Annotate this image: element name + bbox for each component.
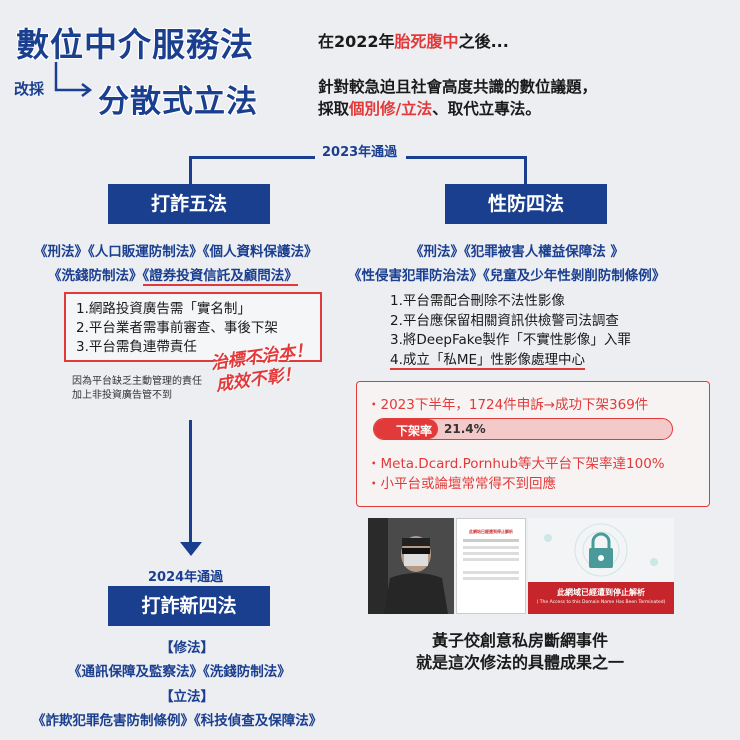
banner-main: 此網域已經遭到停止解析 xyxy=(557,588,645,597)
takedown-rate-fill xyxy=(374,419,438,439)
amend-label: 【修法】 xyxy=(160,640,214,656)
doc-header: 此網站已經遭到停止解析 xyxy=(469,529,513,534)
desc-line2: 採取個別修/立法、取代立專法。 xyxy=(318,98,597,120)
caption: 黃子佼創意私房斷網事件 就是這次修法的具體成果之一 xyxy=(370,630,670,674)
right-laws-row1: 《刑法》《犯罪被害人權益保障法 》 xyxy=(410,244,624,260)
new-laws: 《詐欺犯罪危害防制條例》《科技偵查及保障法》 xyxy=(32,713,323,729)
adopt-arrow-icon xyxy=(54,62,93,97)
adopt-label: 改採 xyxy=(14,80,45,98)
new-law-label: 【立法】 xyxy=(160,689,214,705)
down-arrow-icon xyxy=(180,542,202,556)
desc-line1: 針對較急迫且社會高度共識的數位議題， xyxy=(318,78,598,96)
tree-connector xyxy=(189,156,315,159)
left-laws-row1: 《刑法》《人口販運防制法》《個人資料保護法》 xyxy=(34,244,318,260)
tree-connector xyxy=(189,156,192,184)
desc-suffix: 、取代立專法。 xyxy=(432,100,541,118)
year-2023-label: 2023年通過 xyxy=(322,145,398,160)
banner-sub: ( The Access to this Domain Name Has Bee… xyxy=(536,600,666,605)
notice-document: 此網站已經遭到停止解析 xyxy=(456,518,526,614)
desc-highlight: 個別修/立法 xyxy=(349,100,433,118)
right-point: 1.平台需配合刪除不法性影像 xyxy=(390,293,565,309)
right-laws-row2: 《性侵害犯罪防治法》《兒童及少年性剝削防制條例》 xyxy=(348,264,665,284)
tree-connector xyxy=(406,156,526,159)
caption-line2: 就是這次修法的具體成果之一 xyxy=(415,653,624,672)
left-law-money-laundering: 《洗錢防制法》 xyxy=(48,268,143,284)
amend-laws: 《通訊保障及監察法》《洗錢防制法》 xyxy=(68,664,291,680)
terminated-banner: 此網域已經遭到停止解析 ( The Access to this Domain … xyxy=(528,582,674,614)
box-sexual-protection-four-laws: 性防四法 xyxy=(445,184,607,224)
note-line1: 因為平台缺乏主動管理的責任 xyxy=(72,376,202,387)
news-photo xyxy=(368,518,454,614)
takedown-rate-bar: 下架率 21.4% xyxy=(373,418,673,440)
takedown-rate-value: 21.4% xyxy=(444,422,486,436)
takedown-rate-label: 下架率 xyxy=(396,424,433,438)
left-point: 2.平台業者需事前審查、事後下架 xyxy=(76,320,278,336)
stats-panel: ・2023下半年，1724件申訴→成功下架369件 下架率 21.4% ・Met… xyxy=(356,381,710,507)
stat-line-small-platforms: ・小平台或論壇常常得不到回應 xyxy=(367,476,556,492)
left-point: 3.平台需負連帶責任 xyxy=(76,339,197,355)
intro-highlight: 胎死腹中 xyxy=(394,32,459,51)
intro-text: 在2022年胎死腹中之後... xyxy=(318,28,509,52)
intro-description: 針對較急迫且社會高度共識的數位議題， 採取個別修/立法、取代立專法。 xyxy=(318,76,597,120)
left-law-securities: 《證券投資信託及顧問法》 xyxy=(142,268,298,286)
stat-line-big-platforms: ・Meta.Dcard.Pornhub等大平台下架率達100% xyxy=(367,456,665,472)
desc-prefix: 採取 xyxy=(318,100,350,118)
title-old-law: 數位中介服務法 xyxy=(16,25,254,64)
intro-prefix: 在2022年 xyxy=(318,32,395,51)
tree-connector xyxy=(524,156,527,184)
terminated-page: 此網域已經遭到停止解析 ( The Access to this Domain … xyxy=(528,518,674,614)
right-law-sexual-assault: 《性侵害犯罪防治法》 xyxy=(348,268,483,284)
caption-line1: 黃子佼創意私房斷網事件 xyxy=(431,631,608,650)
person-photo-icon xyxy=(368,518,454,614)
box-new-anti-fraud-four-laws: 打詐新四法 xyxy=(108,586,270,626)
right-point: 2.平台應保留相關資訊供檢警司法調查 xyxy=(390,312,619,329)
right-law-child-exploitation: 《兒童及少年性剝削防制條例》 xyxy=(483,268,666,284)
lock-icon xyxy=(544,523,658,577)
left-points-panel: 1.網路投資廣告需「實名制」 2.平台業者需事前審查、事後下架 3.平台需負連帶… xyxy=(64,292,322,362)
intro-suffix: 之後... xyxy=(458,32,509,51)
right-point: 3.將DeepFake製作「不實性影像」入罪 xyxy=(390,332,631,348)
right-points: 1.平台需配合刪除不法性影像 2.平台應保留相關資訊供檢警司法調查 3.將Dee… xyxy=(390,292,631,370)
down-arrow-line xyxy=(189,420,192,548)
left-laws-row2: 《洗錢防制法》《證券投資信託及顧問法》 xyxy=(48,264,298,286)
year-2024-label: 2024年通過 xyxy=(148,570,224,585)
stat-line-complaints: ・2023下半年，1724件申訴→成功下架369件 xyxy=(367,397,649,413)
note-line2: 加上非投資廣告管不到 xyxy=(72,390,172,401)
box-anti-fraud-five-laws: 打詐五法 xyxy=(108,184,270,224)
left-point: 1.網路投資廣告需「實名制」 xyxy=(76,301,251,317)
right-point: 4.成立「私ME」性影像處理中心 xyxy=(390,351,586,370)
title-new-approach: 分散式立法 xyxy=(98,84,258,120)
left-note: 因為平台缺乏主動管理的責任 加上非投資廣告管不到 xyxy=(72,375,202,403)
